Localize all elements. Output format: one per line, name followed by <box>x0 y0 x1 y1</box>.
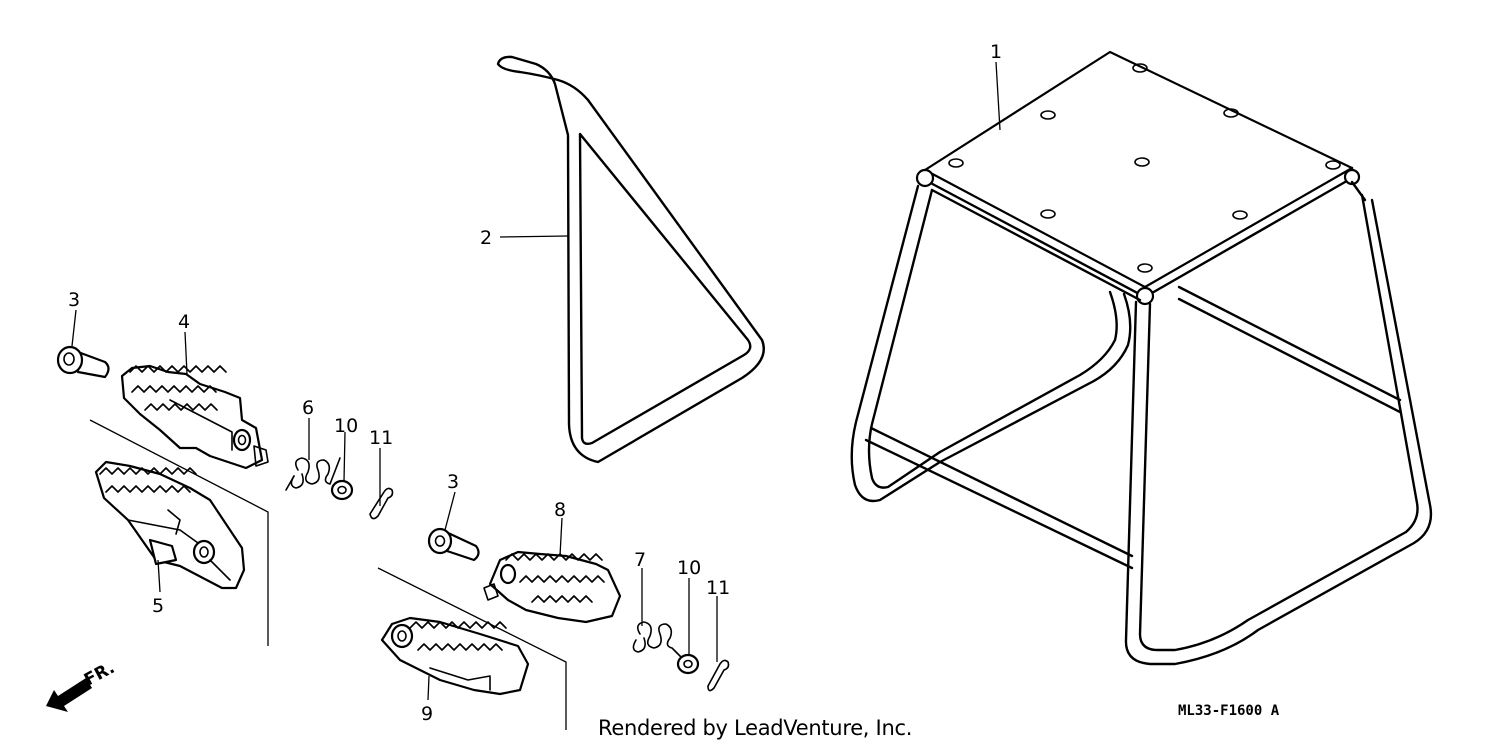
callout-3-lower: 3 <box>447 471 459 493</box>
leader-lines <box>71 61 1001 701</box>
part-3-pin-upper[interactable] <box>56 345 110 379</box>
callout-8: 8 <box>554 499 566 521</box>
part-10-washer-lower[interactable] <box>676 653 700 675</box>
part-5-left-footpeg-bracket[interactable] <box>94 460 246 590</box>
part-9-right-footpeg-bracket[interactable] <box>380 616 530 696</box>
callout-5: 5 <box>152 595 164 617</box>
callout-11-upper: 11 <box>369 427 393 449</box>
callout-1: 1 <box>990 41 1002 63</box>
callout-numbers: 1 2 3 4 5 6 10 11 3 8 7 10 11 9 <box>68 41 1002 725</box>
callout-9: 9 <box>421 703 433 725</box>
part-2-side-stand[interactable] <box>496 55 765 464</box>
part-8-right-footpeg[interactable] <box>483 550 622 624</box>
diagram-code: ML33-F1600 A <box>1178 703 1280 719</box>
callout-10-upper: 10 <box>334 415 358 437</box>
callout-2: 2 <box>480 227 492 249</box>
part-7-spring[interactable] <box>632 621 685 661</box>
callout-10-lower: 10 <box>677 557 701 579</box>
callout-11-lower: 11 <box>706 577 730 599</box>
part-11-cotter-pin-lower[interactable] <box>707 659 730 692</box>
part-3-pin-lower[interactable] <box>427 527 480 562</box>
callout-7: 7 <box>634 549 646 571</box>
callout-3-upper: 3 <box>68 289 80 311</box>
front-arrow-icon: FR. <box>46 658 118 712</box>
callout-6: 6 <box>302 397 314 419</box>
part-1-stand[interactable] <box>850 50 1433 666</box>
part-4-left-footpeg[interactable] <box>120 364 269 470</box>
rendered-by-credit: Rendered by LeadVenture, Inc. <box>598 716 913 740</box>
axis-lines <box>89 419 567 730</box>
part-6-spring[interactable] <box>285 457 341 491</box>
callout-4: 4 <box>178 311 190 333</box>
part-10-washer-upper[interactable] <box>330 479 354 501</box>
part-11-cotter-pin-upper[interactable] <box>369 487 394 520</box>
